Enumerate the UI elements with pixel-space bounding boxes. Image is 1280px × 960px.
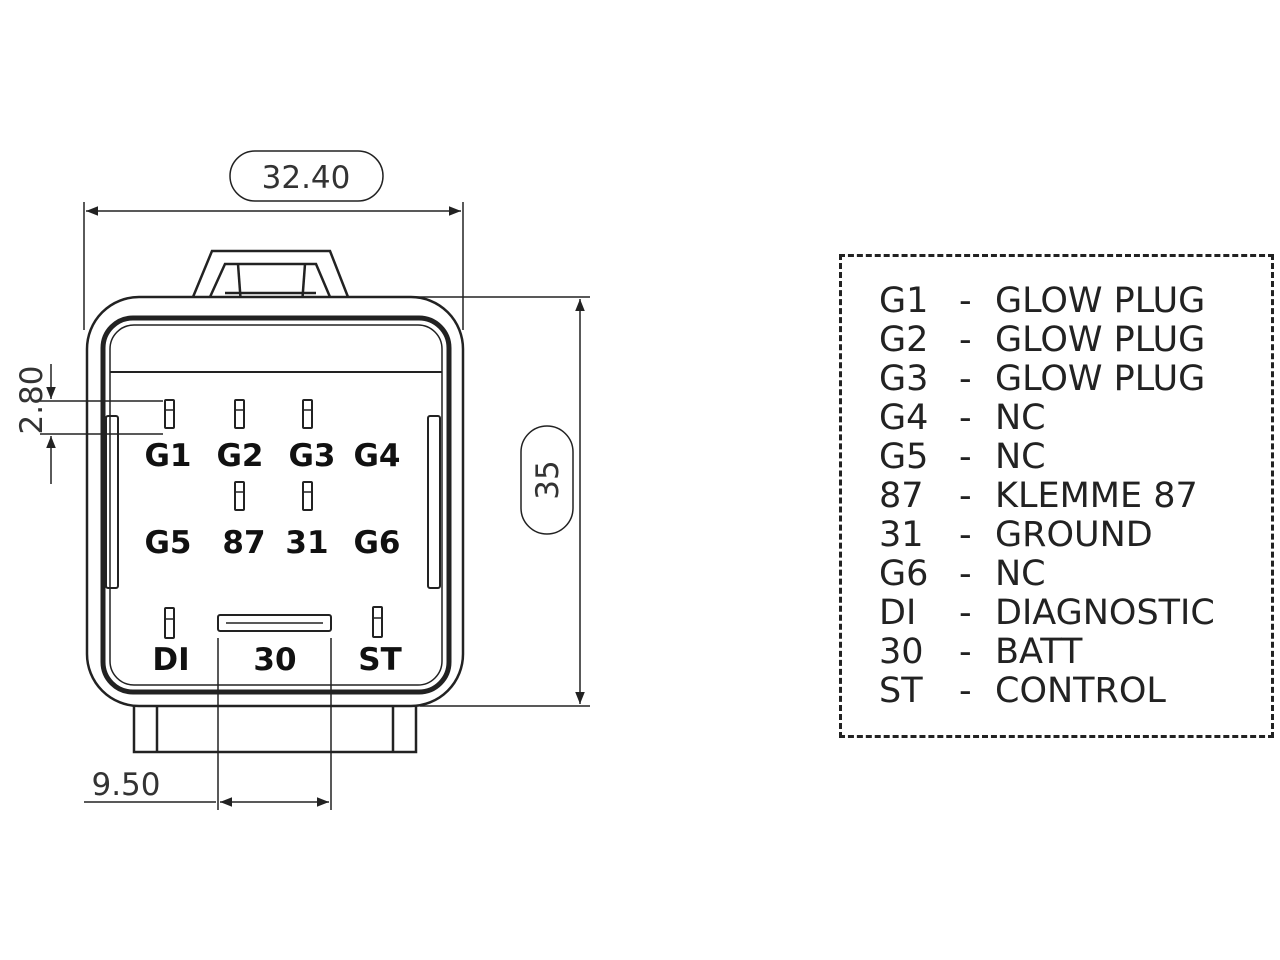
legend-description: GROUND xyxy=(995,515,1153,555)
pin-label-g1: G1 xyxy=(144,438,191,474)
terminal-87 xyxy=(234,481,245,511)
legend-pin: 87 xyxy=(879,476,924,516)
legend-description: BATT xyxy=(995,632,1083,672)
legend-pin: 30 xyxy=(879,632,924,672)
terminal-slots xyxy=(166,409,381,620)
pitch-dimension-label: 2.80 xyxy=(14,365,50,434)
legend-description: GLOW PLUG xyxy=(995,281,1206,321)
legend-pin: G3 xyxy=(879,359,929,399)
legend-separator: - xyxy=(959,437,972,477)
batt-width-dimension-label: 9.50 xyxy=(91,767,160,803)
pin-label-30: 30 xyxy=(253,642,296,678)
latch-tab xyxy=(191,249,350,298)
legend-separator: - xyxy=(959,476,972,516)
mounting-foot xyxy=(132,706,418,754)
legend-pin: DI xyxy=(879,593,917,633)
legend-pin: G5 xyxy=(879,437,929,477)
legend-separator: - xyxy=(959,281,972,321)
legend-pin: G1 xyxy=(879,281,929,321)
terminal-g2 xyxy=(234,399,245,429)
width-dimension-label: 32.40 xyxy=(262,160,351,196)
pin-terminals xyxy=(164,399,383,639)
pin-labels: G1 G2 G3 G4 G5 87 31 G6 DI 30 ST xyxy=(144,438,401,678)
legend-separator: - xyxy=(959,593,972,633)
legend-pin: G2 xyxy=(879,320,929,360)
latch-tab-inner xyxy=(208,262,332,298)
width-dimension xyxy=(83,150,464,330)
batt-width-dimension xyxy=(84,638,332,810)
legend-pin: G4 xyxy=(879,398,929,438)
terminal-31 xyxy=(302,481,313,511)
pin-label-g2: G2 xyxy=(216,438,263,474)
pin-label-87: 87 xyxy=(222,525,265,561)
legend-separator: - xyxy=(959,554,972,594)
legend-pin: 31 xyxy=(879,515,924,555)
legend-separator: - xyxy=(959,320,972,360)
pin-label-g4: G4 xyxy=(353,438,400,474)
height-dimension-bubble xyxy=(520,425,574,535)
pin-legend: G1 - GLOW PLUG G2 - GLOW PLUG G3 - GLOW … xyxy=(839,254,1274,738)
right-guide-rail xyxy=(427,415,441,589)
housing-inner-wall xyxy=(100,315,452,695)
legend-description: CONTROL xyxy=(995,671,1166,711)
pitch-dimension xyxy=(40,364,163,484)
width-dimension-bubble xyxy=(229,150,384,202)
housing-outer-body xyxy=(85,295,465,708)
legend-description: GLOW PLUG xyxy=(995,320,1206,360)
legend-separator: - xyxy=(959,398,972,438)
left-guide-rail xyxy=(105,415,119,589)
pin-label-g6: G6 xyxy=(353,525,400,561)
pin-label-di: DI xyxy=(152,642,189,678)
legend-separator: - xyxy=(959,359,972,399)
pin-label-g3: G3 xyxy=(288,438,335,474)
connector-housing xyxy=(85,249,465,754)
height-dimension xyxy=(320,296,590,707)
legend-description: DIAGNOSTIC xyxy=(995,593,1215,633)
terminal-st xyxy=(372,606,383,638)
terminal-g3 xyxy=(302,399,313,429)
terminal-di xyxy=(164,607,175,639)
legend-pin: G6 xyxy=(879,554,929,594)
legend-description: KLEMME 87 xyxy=(995,476,1198,516)
legend-separator: - xyxy=(959,515,972,555)
pin-label-st: ST xyxy=(358,642,401,678)
connector-drawing: G1 G2 G3 G4 G5 87 31 G6 DI 30 ST 32.40 3… xyxy=(14,150,590,810)
terminal-g1 xyxy=(164,399,175,429)
height-dimension-label: 35 xyxy=(530,460,566,499)
legend-description: GLOW PLUG xyxy=(995,359,1206,399)
pin-label-g5: G5 xyxy=(144,525,191,561)
legend-pin: ST xyxy=(879,671,923,711)
legend-separator: - xyxy=(959,671,972,711)
housing-inner-wall-edge xyxy=(109,324,443,686)
legend-description: NC xyxy=(995,437,1046,477)
legend-description: NC xyxy=(995,398,1046,438)
pin-label-31: 31 xyxy=(285,525,328,561)
legend-separator: - xyxy=(959,632,972,672)
legend-description: NC xyxy=(995,554,1046,594)
